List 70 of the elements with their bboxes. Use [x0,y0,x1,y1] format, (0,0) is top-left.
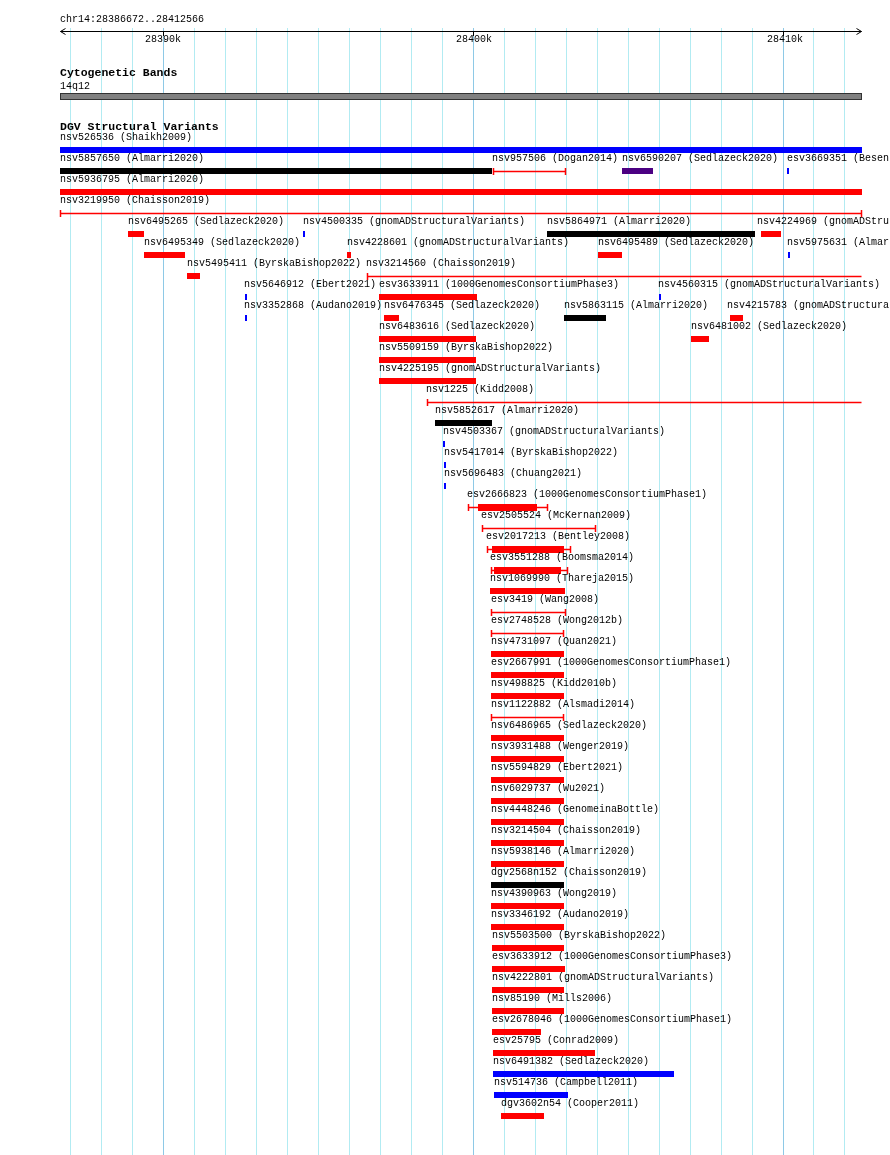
track-title: DGV Structural Variants [60,120,219,133]
region-label: chr14:28386672..28412566 [60,14,205,26]
variant-label: nsv4225195 (gnomADStructuralVariants) [379,363,602,375]
variant-label: nsv3214504 (Chaisson2019) [491,825,642,837]
variant-label: nsv6590207 (Sedlazeck2020) [622,153,779,165]
variant-label: nsv4222801 (gnomADStructuralVariants) [492,972,715,984]
variant-label: esv3633912 (1000GenomesConsortiumPhase3) [492,951,733,963]
variant-label: nsv514736 (Campbell2011) [494,1077,639,1089]
variant-label: esv2667991 (1000GenomesConsortiumPhase1) [491,657,732,669]
variant-label: nsv5594829 (Ebert2021) [491,762,624,774]
variant-label: esv3551288 (Boomsma2014) [490,552,635,564]
variant-label: nsv6495349 (Sedlazeck2020) [144,237,301,249]
variant-label: esv25795 (Conrad2009) [493,1035,620,1047]
variant-label: nsv3214560 (Chaisson2019) [366,258,517,270]
variant-label: nsv5503500 (ByrskaBishop2022) [492,930,667,942]
variant-label: esv2678046 (1000GenomesConsortiumPhase1) [492,1014,733,1026]
variant-label: nsv5863115 (Almarri2020) [564,300,709,312]
variant-label: nsv6483616 (Sedlazeck2020) [379,321,536,333]
variant-label: esv2017213 (Bentley2008) [486,531,631,543]
variant-label: nsv526536 (Shaikh2009) [60,132,193,144]
variant-label: nsv3352868 (Audano2019) [244,300,383,312]
variant-label: nsv6495489 (Sedlazeck2020) [598,237,755,249]
variant-label: nsv5495411 (ByrskaBishop2022) [187,258,362,270]
variant-label: nsv4215783 (gnomADStructura [727,300,890,312]
variant-label: esv3419 (Wang2008) [491,594,600,606]
variant-label: nsv4500335 (gnomADStructuralVariants) [303,216,526,228]
variant-label: esv2748528 (Wong2012b) [491,615,624,627]
variant-label: nsv85190 (Mills2006) [492,993,613,1005]
variant-label: esv3669351 (Besen [787,153,890,165]
tick-label: 28400k [456,34,492,46]
variant-label: nsv5975631 (Almar [787,237,890,249]
variant-label: nsv5857650 (Almarri2020) [60,153,205,165]
variant-label: nsv6029737 (Wu2021) [491,783,606,795]
variant-label: dgv3602n54 (Cooper2011) [501,1098,640,1110]
variant-label: nsv5936795 (Almarri2020) [60,174,205,186]
variant-label: nsv5509159 (ByrskaBishop2022) [379,342,554,354]
variant-label: nsv5696483 (Chuang2021) [444,468,583,480]
tick-label: 28390k [145,34,181,46]
variant-label: nsv4224969 (gnomADStru [757,216,890,228]
variant-label: nsv1225 (Kidd2008) [426,384,535,396]
variant-label: nsv6495265 (Sedlazeck2020) [128,216,285,228]
variant-label: nsv3219950 (Chaisson2019) [60,195,211,207]
variant-label: nsv1122882 (Alsmadi2014) [491,699,636,711]
variant-label: nsv4228601 (gnomADStructuralVariants) [347,237,570,249]
variant-label: nsv4390963 (Wong2019) [491,888,618,900]
track-title: Cytogenetic Bands [60,66,178,79]
variant-label: nsv6486965 (Sedlazeck2020) [491,720,648,732]
variant-label: nsv5417014 (ByrskaBishop2022) [444,447,619,459]
variant-label: nsv957506 (Dogan2014) [492,153,619,165]
variant-label: nsv6481002 (Sedlazeck2020) [691,321,848,333]
variant-label: nsv3931488 (Wenger2019) [491,741,630,753]
variant-label: nsv498825 (Kidd2010b) [491,678,618,690]
band-label: 14q12 [60,81,90,93]
variant-label: esv2666823 (1000GenomesConsortiumPhase1) [467,489,708,501]
variant-label: nsv6491382 (Sedlazeck2020) [493,1056,650,1068]
variant-label: nsv4560315 (gnomADStructuralVariants) [658,279,881,291]
variant-label: nsv5864971 (Almarri2020) [547,216,692,228]
variant-label: nsv4448246 (GenomeinaBottle) [491,804,660,816]
tick-label: 28410k [767,34,803,46]
variant-label: dgv2568n152 (Chaisson2019) [491,867,648,879]
variant-label: nsv1069990 (Thareja2015) [490,573,635,585]
variant-label: esv2505524 (McKernan2009) [481,510,632,522]
variant-label: nsv5646912 (Ebert2021) [244,279,377,291]
variant-label: nsv5852617 (Almarri2020) [435,405,580,417]
variant-label: nsv6476345 (Sedlazeck2020) [384,300,541,312]
variant-label: nsv4731097 (Quan2021) [491,636,618,648]
variant-label: nsv3346192 (Audano2019) [491,909,630,921]
variant-label: nsv5938146 (Almarri2020) [491,846,636,858]
variant-label: nsv4503367 (gnomADStructuralVariants) [443,426,666,438]
variant-label: esv3633911 (1000GenomesConsortiumPhase3) [379,279,620,291]
